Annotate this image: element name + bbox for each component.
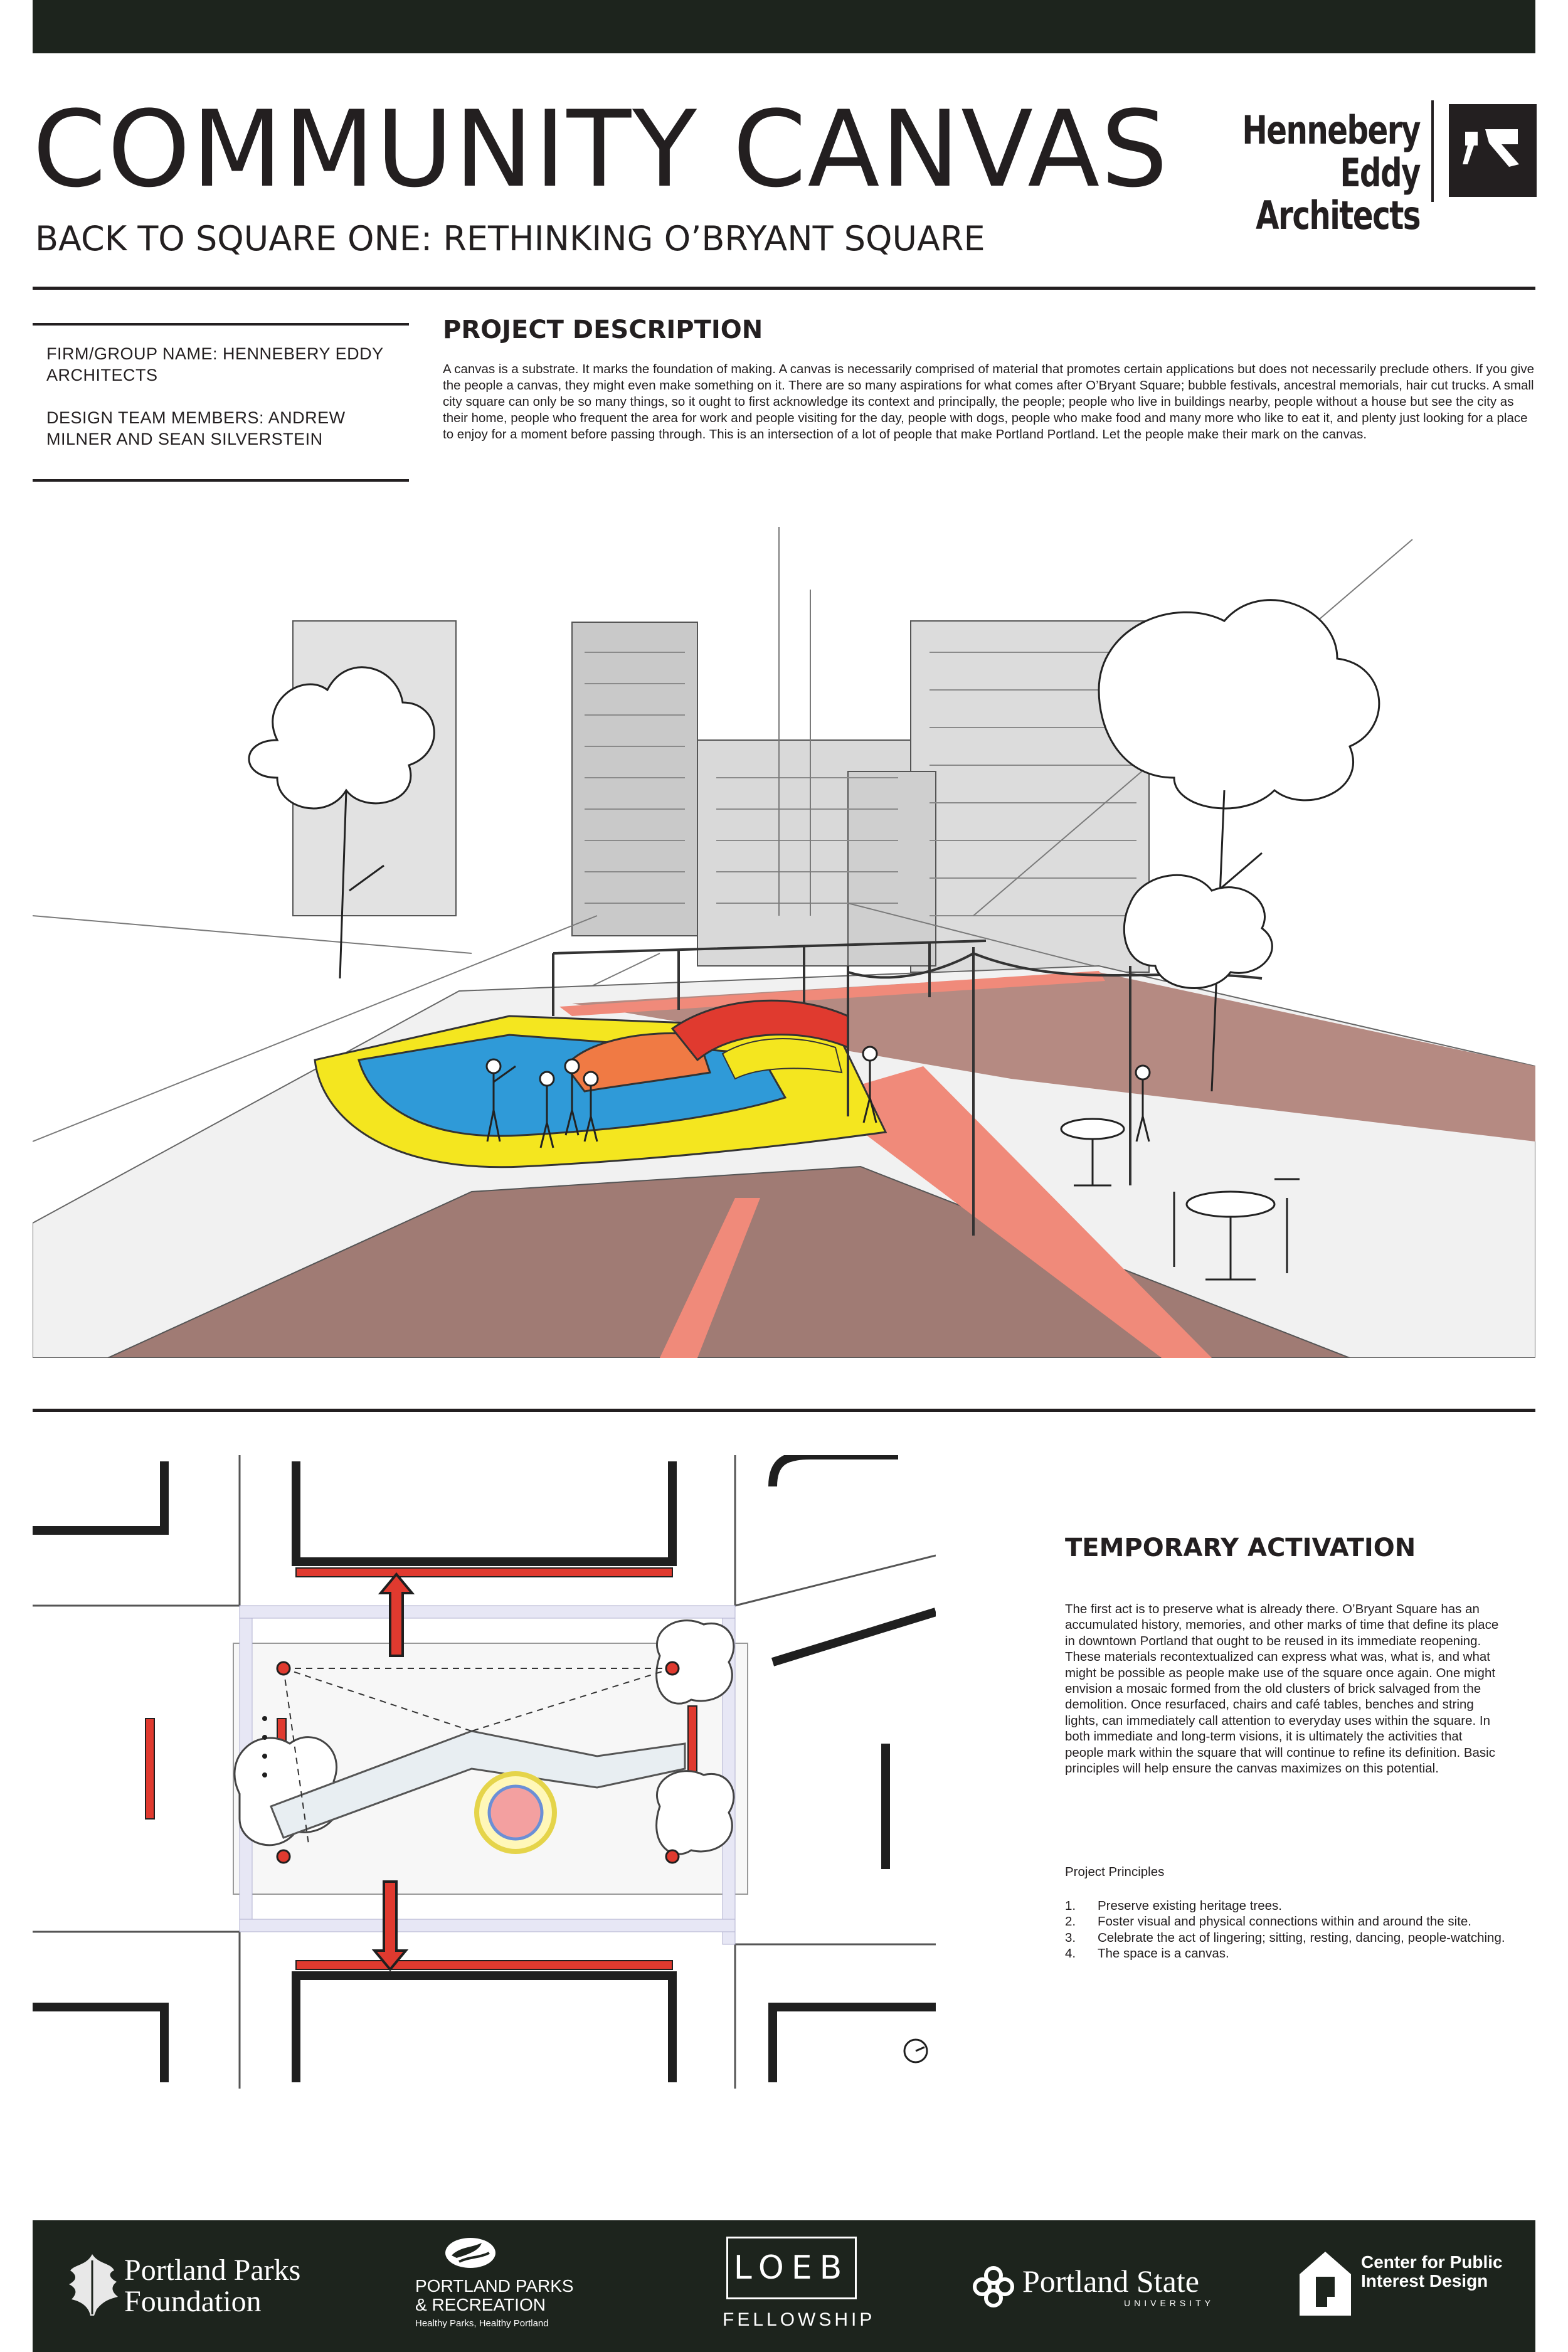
mosaic-circle xyxy=(474,1771,557,1854)
central-path xyxy=(270,1730,686,1839)
bench-dots xyxy=(262,1716,267,1777)
page-subtitle: BACK TO SQUARE ONE: RETHINKING O’BRYANT … xyxy=(35,219,985,258)
project-description-body: A canvas is a substrate. It marks the fo… xyxy=(443,362,1534,442)
canvas-yellow-inner xyxy=(721,1038,843,1080)
list-item: 2.Foster visual and physical connections… xyxy=(1065,1914,1471,1929)
site-plan xyxy=(33,1455,936,2089)
cafe-tables xyxy=(1060,1118,1300,1281)
firm-logo: Hennebery Eddy Architects xyxy=(1185,100,1537,237)
north-arrow-icon xyxy=(903,2038,928,2063)
sketch-trees xyxy=(248,599,1380,1092)
header-rule xyxy=(33,287,1535,290)
parks-emblem-icon xyxy=(445,2238,495,2268)
principles-list: 1.Preserve existing heritage trees. 2.Fo… xyxy=(1065,1898,1517,1962)
project-description-heading: PROJECT DESCRIPTION xyxy=(443,315,763,344)
list-item: 4.The space is a canvas. xyxy=(1065,1946,1229,1961)
people-figures xyxy=(485,1046,1151,1148)
salmon-path-far xyxy=(559,971,1105,1016)
list-item: 3.Celebrate the act of lingering; sittin… xyxy=(1065,1930,1505,1945)
streets xyxy=(33,1455,936,2089)
list-item: 1.Preserve existing heritage trees. xyxy=(1065,1899,1282,1913)
sponsor-footer: Portland Parks Foundation PORTLAND PARKS… xyxy=(33,2220,1535,2352)
plaza-rendering xyxy=(33,527,1535,1358)
salmon-path-center xyxy=(660,1198,760,1358)
principles-title: Project Principles xyxy=(1065,1865,1165,1879)
top-bar xyxy=(33,0,1535,53)
firm-logo-divider xyxy=(1431,100,1434,202)
firm-name: FIRM/GROUP NAME: HENNEBERY EDDY ARCHITEC… xyxy=(46,344,384,384)
leaf-icon xyxy=(69,2254,118,2316)
background-buildings xyxy=(292,620,1150,973)
cpid-logo: Center for Public Interest Design xyxy=(1297,2220,1510,2352)
team-info-box: FIRM/GROUP NAME: HENNEBERY EDDY ARCHITEC… xyxy=(33,323,409,482)
page-title: COMMUNITY CANVAS xyxy=(33,88,1169,211)
portland-parks-recreation-logo: PORTLAND PARKS & RECREATION Healthy Park… xyxy=(411,2220,612,2352)
portland-state-logo: Portland State UNIVERSITY xyxy=(967,2220,1218,2352)
light-poles xyxy=(276,1661,680,1864)
design-team: DESIGN TEAM MEMBERS: ANDREW MILNER AND S… xyxy=(46,408,346,448)
firm-mark-icon xyxy=(1449,104,1537,197)
temporary-activation-heading: TEMPORARY ACTIVATION xyxy=(1065,1534,1416,1562)
psu-knot-icon xyxy=(973,2266,1014,2307)
cpid-mark-icon xyxy=(1300,2252,1351,2316)
building-windows xyxy=(585,652,1136,916)
view-lines xyxy=(283,1668,673,1845)
portland-parks-foundation-logo: Portland Parks Foundation xyxy=(64,2220,327,2352)
salmon-path-edge xyxy=(817,1066,1212,1358)
temporary-activation-body: The first act is to preserve what is alr… xyxy=(1065,1602,1499,1776)
loeb-fellowship-logo: LOEB FELLOWSHIP xyxy=(716,2220,872,2352)
building-outlines xyxy=(33,1455,936,2082)
firm-logo-wordmark: Hennebery Eddy Architects xyxy=(1242,107,1421,238)
heritage-trees xyxy=(233,1619,735,1855)
access-arrows xyxy=(371,1572,415,1972)
section-rule xyxy=(33,1409,1535,1412)
